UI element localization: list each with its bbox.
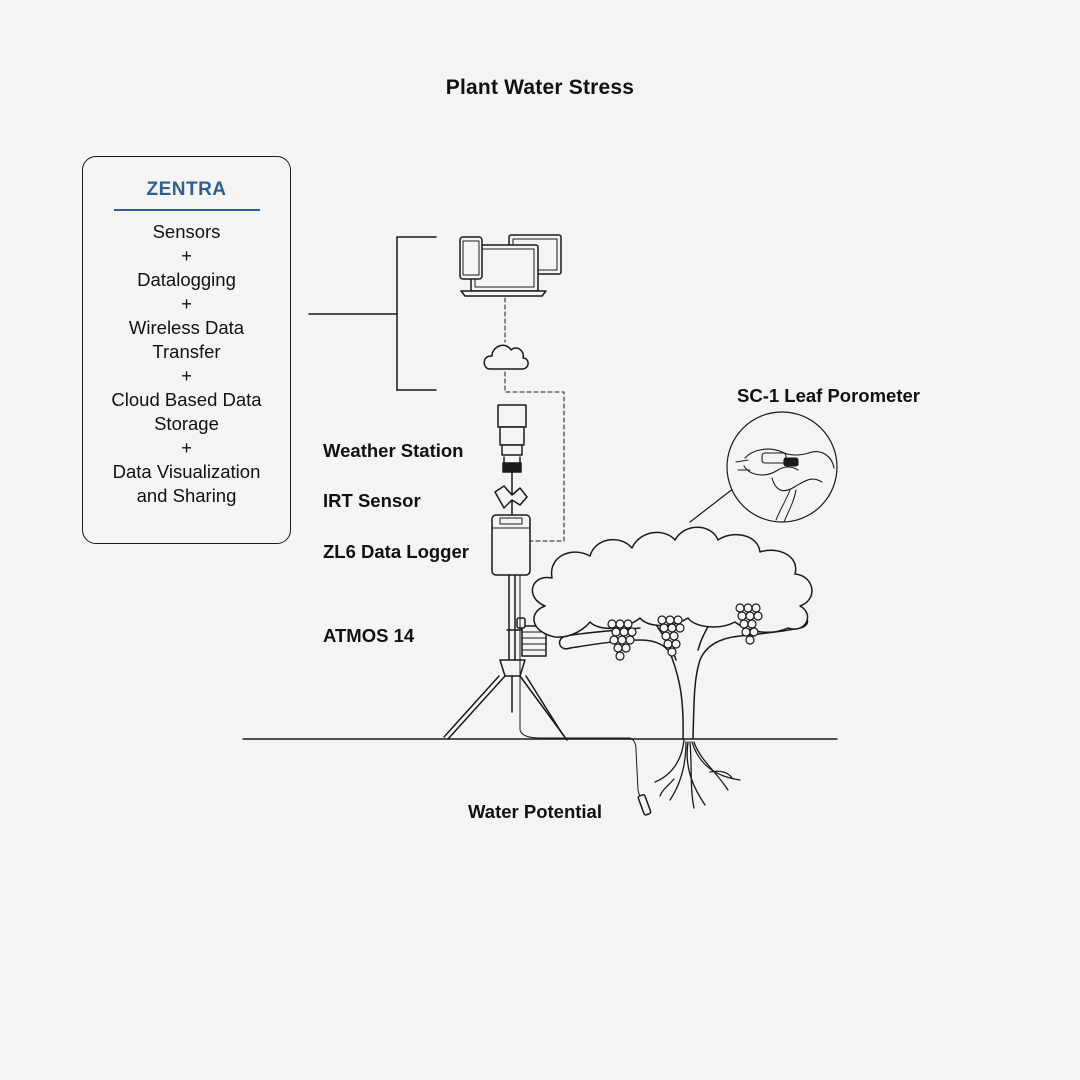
roots <box>654 739 741 809</box>
grape-cluster <box>607 619 637 661</box>
grape-clusters <box>607 603 763 661</box>
feature-plus: + <box>181 245 192 266</box>
feature-line: and Sharing <box>136 485 237 506</box>
irt-sensor-icon <box>494 485 528 509</box>
feature-line: Cloud Based Data <box>111 389 262 410</box>
grape-cluster <box>735 603 763 645</box>
sc1-porometer-callout <box>689 411 838 523</box>
feature-line: Data Visualization <box>112 461 261 482</box>
feature-plus: + <box>181 365 192 386</box>
feature-line: Transfer <box>152 341 221 362</box>
feature-line: Wireless Data <box>128 317 245 338</box>
bracket-connector <box>308 236 437 391</box>
feature-line: Sensors <box>152 221 221 242</box>
label-atmos14: ATMOS 14 <box>323 625 415 646</box>
cloud-icon <box>483 344 529 370</box>
zl6-data-logger-icon <box>491 514 531 576</box>
dashed-link <box>504 371 565 542</box>
label-zl6-data-logger: ZL6 Data Logger <box>323 541 469 562</box>
zentra-feature-list: Sensors + Datalogging + Wireless Data Tr… <box>83 220 290 508</box>
feature-line: Storage <box>154 413 219 434</box>
grape-cluster <box>657 615 685 657</box>
weather-station <box>497 404 527 516</box>
diagram-title: Plant Water Stress <box>445 76 635 99</box>
water-potential-sensor-icon <box>637 794 652 816</box>
feature-plus: + <box>181 437 192 458</box>
feature-line: Datalogging <box>137 269 236 290</box>
feature-plus: + <box>181 293 192 314</box>
label-water-potential: Water Potential <box>468 801 602 822</box>
label-weather-station: Weather Station <box>323 440 464 461</box>
zentra-brand: ZENTRA <box>146 179 227 200</box>
devices-icon <box>459 234 562 297</box>
zentra-info-box: ZENTRA Sensors + Datalogging + Wireless … <box>82 156 291 544</box>
label-irt-sensor: IRT Sensor <box>323 490 421 511</box>
brand-underline <box>113 209 260 211</box>
label-sc1-leaf-porometer: SC-1 Leaf Porometer <box>737 385 920 406</box>
